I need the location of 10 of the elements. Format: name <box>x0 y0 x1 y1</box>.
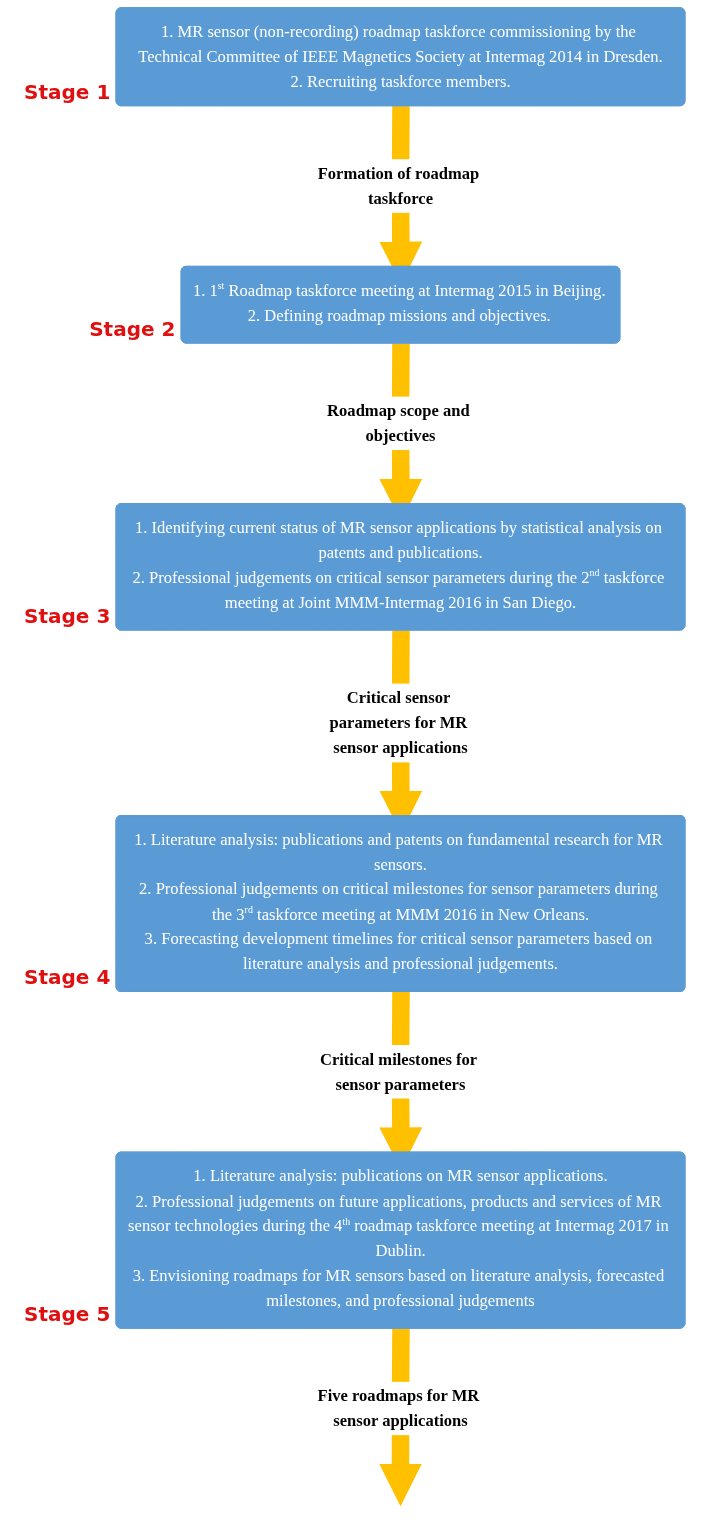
stage-label: Stage 5 <box>24 1302 111 1327</box>
stage-label: Stage 3 <box>24 603 111 628</box>
edge-label: Five roadmaps for MR sensor applications <box>317 1386 480 1430</box>
stage-label: Stage 2 <box>89 317 176 341</box>
edge-label: Critical sensor parameters for MR sensor applications <box>329 688 468 757</box>
edge-label: Critical milestones for sensor parameters <box>319 1049 477 1094</box>
stage-label: Stage 1 <box>24 79 111 104</box>
edge-label: Roadmap scope and objectives <box>327 401 470 445</box>
edge-label: Formation of roadmap taskforce <box>317 164 480 208</box>
stage-label: Stage 4 <box>24 965 111 990</box>
